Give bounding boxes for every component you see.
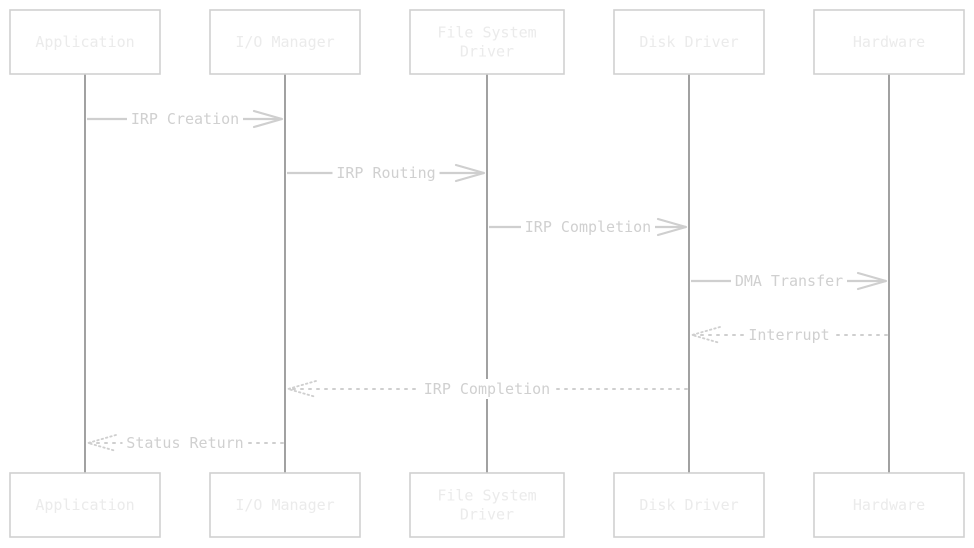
- message-5: Interrupt: [691, 325, 888, 345]
- participant-label: Driver: [460, 43, 514, 61]
- message-label-bg: [127, 109, 243, 129]
- message-4: DMA Transfer: [691, 271, 888, 291]
- participant-io-bottom: I/O Manager: [209, 472, 361, 538]
- message-label: Status Return: [126, 434, 243, 452]
- message-label-bg: [332, 163, 440, 183]
- message-6: IRP Completion: [287, 379, 688, 399]
- participant-label: Hardware: [853, 496, 925, 514]
- participant-box: [613, 9, 765, 75]
- participant-label: Hardware: [853, 33, 925, 51]
- message-3: IRP Completion: [489, 217, 688, 237]
- participant-box: [209, 472, 361, 538]
- message-label-bg: [744, 325, 834, 345]
- participant-box: [409, 472, 565, 538]
- participant-box: [209, 9, 361, 75]
- participant-app-bottom: Application: [9, 472, 161, 538]
- message-label-bg: [521, 217, 655, 237]
- message-label: Interrupt: [748, 326, 829, 344]
- message-2: IRP Routing: [287, 163, 486, 183]
- participant-app-top: Application: [9, 9, 161, 75]
- participant-label: Disk Driver: [639, 33, 738, 51]
- arrow-head: [87, 434, 117, 452]
- participant-label: File System: [437, 24, 536, 42]
- participant-label: Driver: [460, 506, 514, 524]
- participant-label: Application: [35, 33, 134, 51]
- participant-label: I/O Manager: [235, 496, 334, 514]
- participant-box: [9, 472, 161, 538]
- participant-box: [9, 9, 161, 75]
- message-label-bg: [731, 271, 847, 291]
- arrow-head: [252, 109, 284, 129]
- participant-label: I/O Manager: [235, 33, 334, 51]
- message-label: IRP Completion: [525, 218, 651, 236]
- participant-box: [813, 9, 965, 75]
- message-7: Status Return: [87, 433, 284, 453]
- message-label-bg: [122, 433, 248, 453]
- arrow-head: [454, 163, 486, 183]
- participant-disk-bottom: Disk Driver: [613, 472, 765, 538]
- message-label: IRP Creation: [131, 110, 239, 128]
- arrow-head: [691, 326, 721, 344]
- participant-box: [813, 472, 965, 538]
- participant-label: File System: [437, 487, 536, 505]
- participant-box: [409, 9, 565, 75]
- participant-io-top: I/O Manager: [209, 9, 361, 75]
- lifelines: [84, 74, 890, 473]
- arrow-head: [856, 271, 888, 291]
- participant-hw-bottom: Hardware: [813, 472, 965, 538]
- participant-label: Application: [35, 496, 134, 514]
- message-label: IRP Routing: [336, 164, 435, 182]
- message-1: IRP Creation: [87, 109, 284, 129]
- arrow-head: [287, 380, 317, 398]
- participant-hw-top: Hardware: [813, 9, 965, 75]
- message-label: IRP Completion: [424, 380, 550, 398]
- arrow-head: [656, 217, 688, 237]
- message-label: DMA Transfer: [735, 272, 843, 290]
- participant-disk-top: Disk Driver: [613, 9, 765, 75]
- participant-label: Disk Driver: [639, 496, 738, 514]
- message-label-bg: [420, 379, 554, 399]
- participant-box: [613, 472, 765, 538]
